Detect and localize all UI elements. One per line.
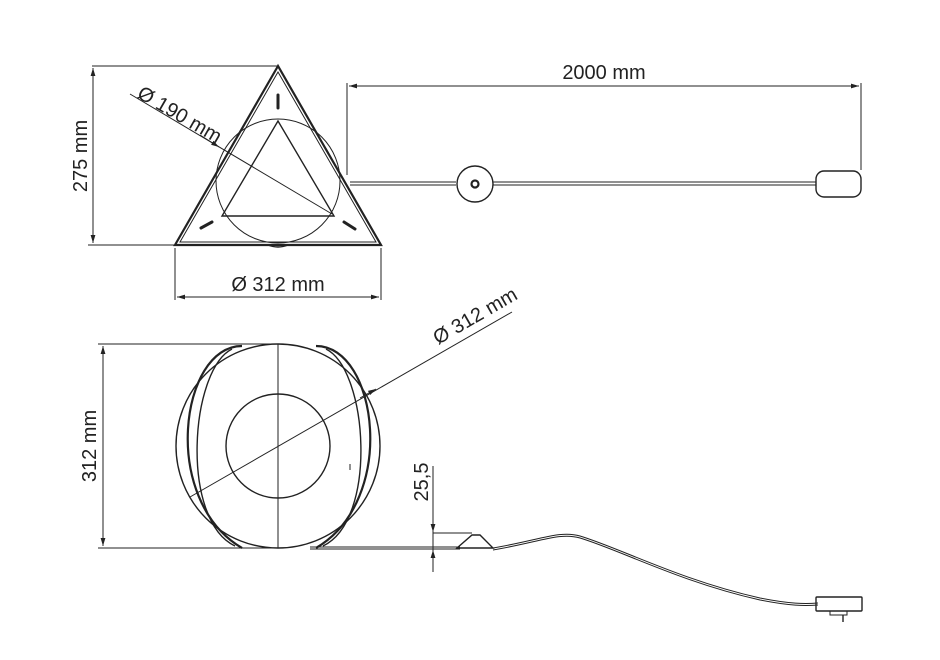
dimension-height-312: 312 mm bbox=[79, 343, 278, 549]
dimension-base-25-5: 25,5 bbox=[411, 463, 472, 572]
cable-switch-side bbox=[455, 534, 495, 549]
plug-adapter bbox=[815, 170, 862, 198]
width-312-label: Ø 312 mm bbox=[231, 274, 324, 296]
top-view-triangle-lamp bbox=[173, 63, 383, 248]
dimension-width-312: Ø 312 mm bbox=[174, 248, 382, 300]
plug-side bbox=[815, 596, 863, 612]
dimension-cable-2000: 2000 mm bbox=[346, 62, 862, 175]
cable-top-view bbox=[350, 165, 862, 203]
height-312-label: 312 mm bbox=[79, 410, 101, 482]
slot-mark bbox=[342, 220, 357, 231]
slot-mark bbox=[199, 220, 214, 230]
cable-side-view bbox=[310, 533, 863, 622]
base-height-label: 25,5 bbox=[411, 463, 433, 502]
diameter-190-label: Ø 190 mm bbox=[134, 82, 226, 148]
inline-switch bbox=[456, 165, 494, 203]
cable-length-label: 2000 mm bbox=[562, 62, 645, 84]
height-275-label: 275 mm bbox=[70, 120, 92, 192]
diameter-312-label: Ø 312 mm bbox=[430, 284, 522, 350]
dimension-diameter-312: Ø 312 mm bbox=[189, 284, 522, 498]
dimension-height-275: 275 mm bbox=[70, 65, 278, 246]
